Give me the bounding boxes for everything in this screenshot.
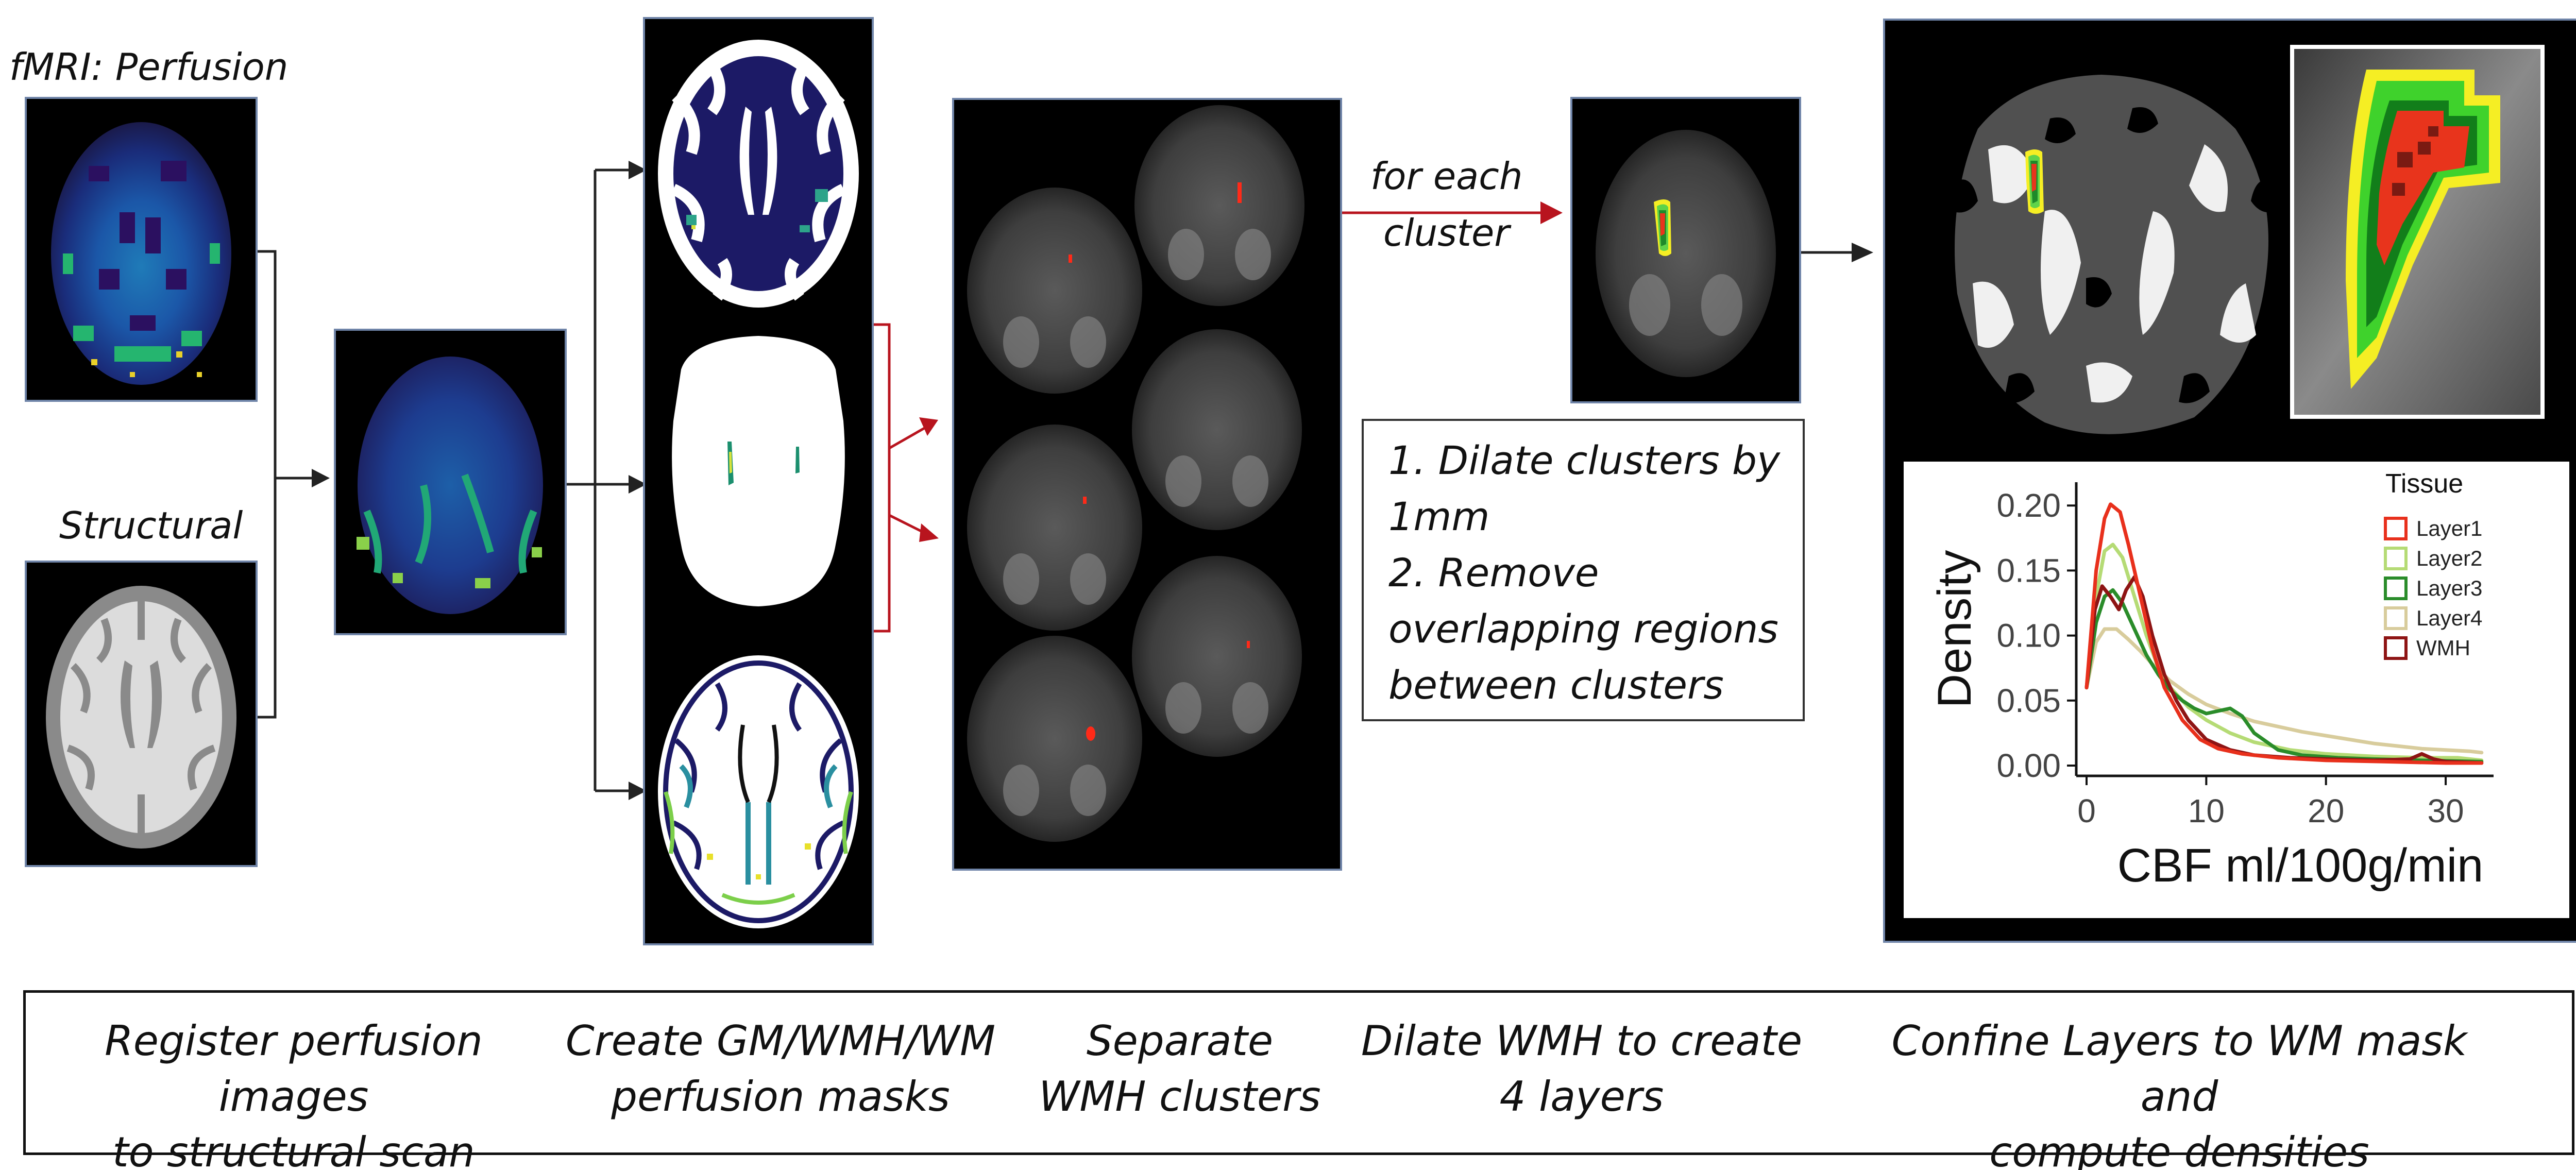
structural-label: Structural	[59, 504, 243, 547]
fork-arrows	[567, 161, 647, 800]
fmri-label: fMRI: Perfusion	[9, 45, 289, 89]
legend-swatch-wmh	[2384, 636, 2408, 660]
for-each-cluster-arrow	[1342, 201, 1563, 224]
y-tick-label: 0.20	[1996, 487, 2061, 524]
caption-register: Register perfusion images to structural …	[26, 1013, 562, 1170]
legend-label-layer1: Layer1	[2416, 516, 2482, 540]
series-line-layer1	[2084, 502, 2484, 765]
caption-confine: Confine Layers to WM mask and compute de…	[1860, 1013, 2499, 1170]
caption-masks: Create GM/WMH/WM perfusion masks	[549, 1013, 1012, 1125]
caption-masks-line-1: Create GM/WMH/WM	[565, 1017, 996, 1065]
legend-swatch-layer1	[2384, 517, 2408, 540]
merge-bracket	[258, 250, 330, 719]
y-tick-label: 0.15	[1996, 552, 2061, 589]
x-axis-label: CBF ml/100g/min	[2117, 839, 2484, 892]
x-tick-label: 0	[2077, 792, 2096, 829]
cluster-mark-2	[1238, 182, 1242, 203]
y-axis-label: Density	[1928, 550, 1981, 708]
legend-swatch-layer3	[2384, 576, 2408, 600]
caption-box: Register perfusion images to structural …	[23, 990, 2574, 1170]
caption-separate: Separate WMH clusters	[994, 1013, 1365, 1125]
dilate-step-2-line-1: 2. Remove	[1388, 550, 1599, 596]
series-line-layer3	[2084, 588, 2484, 764]
legend-label-layer2: Layer2	[2416, 546, 2482, 570]
y-tick-label: 0.05	[1996, 682, 2061, 719]
fmri-perfusion-image	[25, 97, 258, 402]
caption-confine-line-2: compute densities	[1989, 1128, 2369, 1170]
registered-perfusion-image	[334, 329, 567, 635]
cluster-mark-4	[1247, 641, 1250, 648]
cluster-mark-1	[1069, 255, 1072, 263]
series-line-layer2	[2084, 542, 2484, 762]
separated-clusters-panel	[952, 98, 1342, 871]
caption-register-line-2: to structural scan	[112, 1128, 475, 1170]
cluster-label: cluster	[1383, 211, 1510, 255]
gm-perfusion-mask	[658, 655, 859, 928]
wmh-to-clusters-arrows	[874, 323, 939, 633]
x-tick-label: 10	[2188, 792, 2225, 829]
caption-confine-line-1: Confine Layers to WM mask and	[1891, 1017, 2467, 1121]
dilate-step-1-line-1: 1. Dilate clusters by	[1388, 437, 1781, 483]
zoomed-layers-inset	[2290, 45, 2545, 419]
caption-dilate-line-2: 4 layers	[1499, 1073, 1664, 1121]
series-line-wmh	[2084, 575, 2484, 765]
y-tick-label: 0.00	[1996, 747, 2061, 784]
caption-separate-line-1: Separate	[1086, 1017, 1274, 1065]
dilate-step-2-line-2: overlapping regions	[1388, 606, 1778, 652]
legend-label-layer3: Layer3	[2416, 576, 2482, 600]
dilate-step-1-line-2: 1mm	[1388, 494, 1490, 539]
caption-dilate: Dilate WMH to create 4 layers	[1350, 1013, 1814, 1125]
to-densities-arrow	[1801, 243, 1873, 262]
structural-image	[25, 561, 258, 867]
x-tick-label: 20	[2308, 792, 2344, 829]
legend-swatch-layer2	[2384, 547, 2408, 570]
y-tick-label: 0.10	[1996, 617, 2061, 654]
cluster-mark-3	[1083, 497, 1087, 504]
caption-masks-line-2: perfusion masks	[611, 1073, 950, 1121]
caption-register-line-1: Register perfusion images	[105, 1017, 483, 1121]
dilate-step-2-line-3: between clusters	[1388, 662, 1724, 708]
legend-label-wmh: WMH	[2416, 636, 2470, 660]
legend-swatch-layer4	[2384, 606, 2408, 630]
dilate-instructions-box: 1. Dilate clusters by 1mm 2. Remove over…	[1362, 419, 1805, 721]
legend-title: Tissue	[2385, 469, 2463, 499]
caption-dilate-line-1: Dilate WMH to create	[1361, 1017, 1803, 1065]
wmh-perfusion-mask	[672, 336, 845, 606]
masks-column	[643, 17, 874, 945]
dilated-cluster-image	[1570, 97, 1801, 403]
legend-label-layer4: Layer4	[2416, 606, 2482, 630]
wm-perfusion-mask	[658, 40, 859, 308]
cluster-mark-5	[1086, 726, 1095, 741]
wm-confined-layers-image	[1952, 75, 2277, 434]
caption-separate-line-2: WMH clusters	[1039, 1073, 1321, 1121]
x-tick-label: 30	[2427, 792, 2464, 829]
for-each-label: for each	[1370, 155, 1523, 198]
